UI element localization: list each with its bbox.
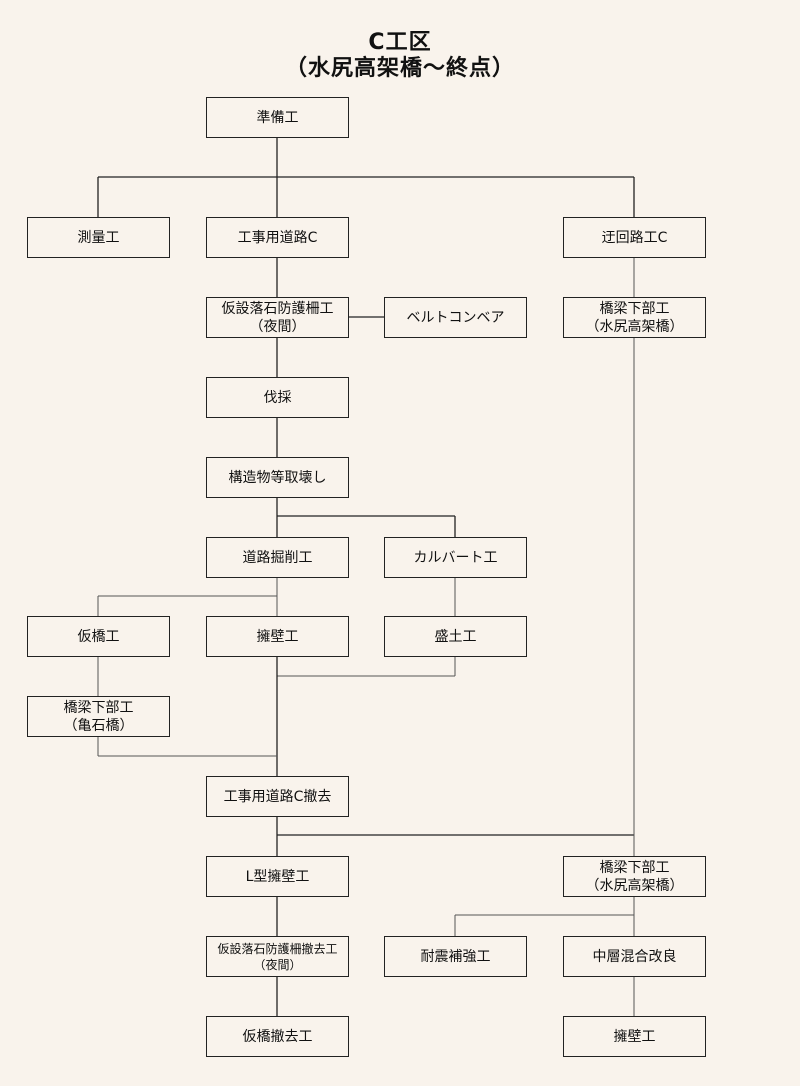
node-kyoryo-mizushiri-2: 橋梁下部工 （水尻高架橋） — [563, 856, 706, 897]
node-chuso: 中層混合改良 — [563, 936, 706, 977]
node-karasetsu: 仮設落石防護柵工 （夜間） — [206, 297, 349, 338]
node-karasetsu-tekkyo: 仮設落石防護柵撤去工 （夜間） — [206, 936, 349, 977]
node-dorokussaku: 道路掘削工 — [206, 537, 349, 578]
node-culvert: カルバート工 — [384, 537, 527, 578]
node-koujidoro: 工事用道路C — [206, 217, 349, 258]
node-ltype-yoheki: L型擁壁工 — [206, 856, 349, 897]
diagram-title-line1: C工区 — [368, 30, 432, 55]
node-kozobutsu: 構造物等取壊し — [206, 457, 349, 498]
node-kyoryo-mizushiri-1: 橋梁下部工 （水尻高架橋） — [563, 297, 706, 338]
node-ukairo: 迂回路工C — [563, 217, 706, 258]
node-taishin: 耐震補強工 — [384, 936, 527, 977]
node-karihashi-tekkyo: 仮橋撤去工 — [206, 1016, 349, 1057]
node-koujidoro-tekkyo: 工事用道路C撤去 — [206, 776, 349, 817]
node-yoheki-2: 擁壁工 — [563, 1016, 706, 1057]
node-yoheki-1: 擁壁工 — [206, 616, 349, 657]
node-morido: 盛土工 — [384, 616, 527, 657]
diagram-title-line2: （水尻高架橋～終点） — [284, 56, 515, 81]
node-bassai: 伐採 — [206, 377, 349, 418]
node-belt: ベルトコンベア — [384, 297, 527, 338]
node-sokuryo: 測量工 — [27, 217, 170, 258]
node-junbi: 準備工 — [206, 97, 349, 138]
node-karihashi: 仮橋工 — [27, 616, 170, 657]
node-kyoryo-kameishi: 橋梁下部工 （亀石橋） — [27, 696, 170, 737]
